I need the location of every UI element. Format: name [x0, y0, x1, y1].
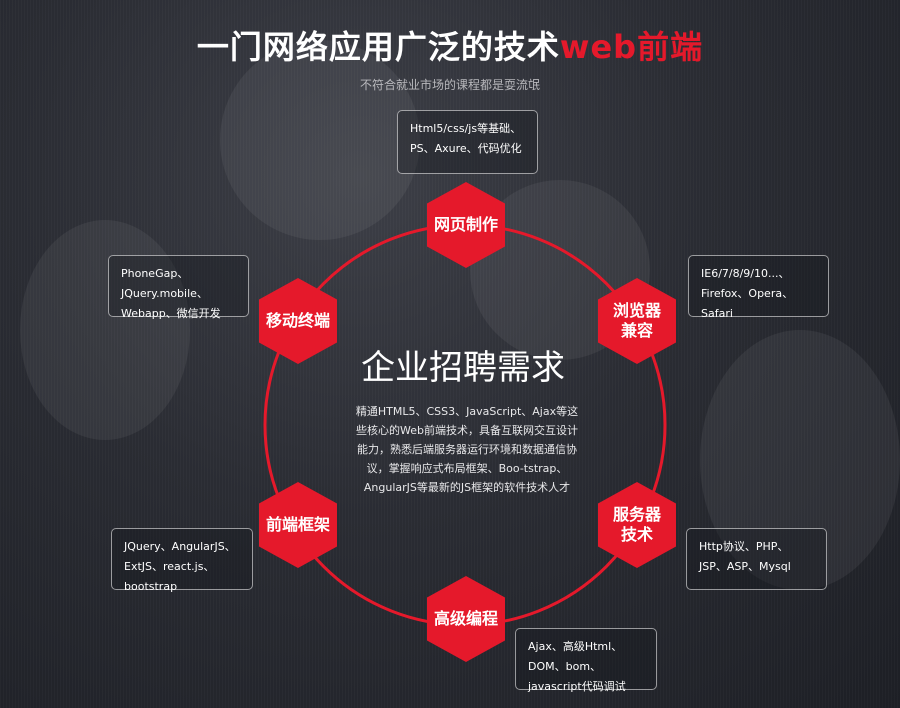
title-accent: web前端 [559, 28, 704, 66]
header: 一门网络应用广泛的技术web前端 不符合就业市场的课程都是耍流氓 [0, 22, 900, 93]
background-photo [20, 220, 190, 440]
background-photo [220, 40, 420, 240]
title-main: 一门网络应用广泛的技术 [196, 28, 560, 66]
node-browser-compat[interactable]: 浏览器 兼容 [598, 278, 676, 364]
info-box-server-tech: Http协议、PHP、 JSP、ASP、Mysql [686, 528, 827, 590]
info-box-browser-compat: IE6/7/8/9/10...、 Firefox、Opera、 Safari [688, 255, 829, 320]
node-mobile-terminal[interactable]: 移动终端 [259, 278, 337, 364]
background-photo [700, 330, 900, 590]
center-title: 企业招聘需求 [361, 348, 565, 388]
info-box-advanced-programming: Ajax、高级Html、 DOM、bom、 javascript代码调试 [515, 628, 657, 693]
page-title: 一门网络应用广泛的技术web前端 [0, 22, 900, 68]
center-description: 精通HTML5、CSS3、JavaScript、Ajax等这些核心的Web前端技… [355, 405, 579, 494]
info-box-web-making: Html5/css/js等基础、 PS、Axure、代码优化 [397, 110, 538, 174]
info-box-mobile-terminal: PhoneGap、 JQuery.mobile、 Webapp、微信开发 [108, 255, 249, 320]
info-box-frontend-framework: JQuery、AngularJS、 ExtJS、react.js、 bootst… [111, 528, 253, 593]
page-subtitle: 不符合就业市场的课程都是耍流氓 [359, 78, 540, 92]
